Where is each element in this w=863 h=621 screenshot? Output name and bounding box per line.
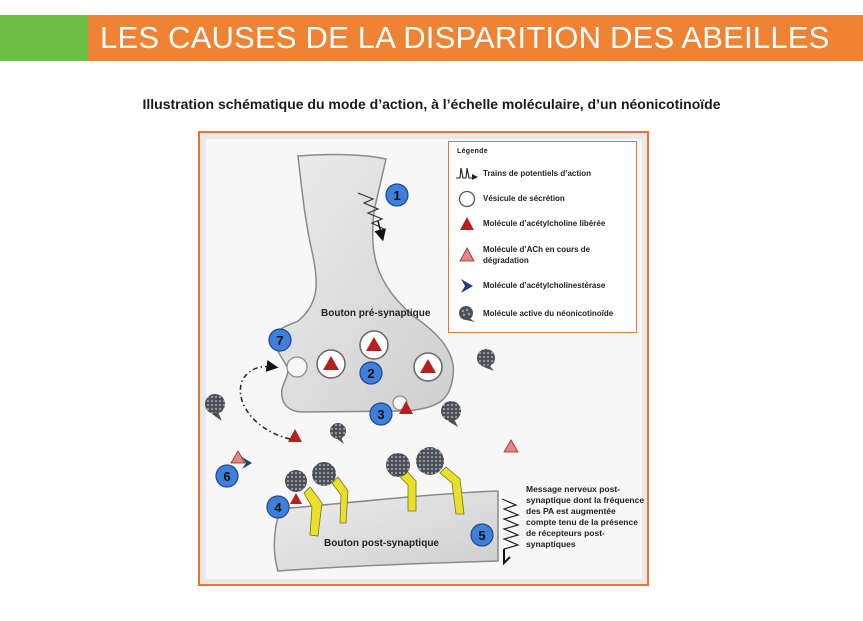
step-number: 2	[367, 366, 374, 381]
acetylcholinesterase-molecule	[242, 457, 252, 469]
legend-item: Molécule active du néonicotinoïde	[453, 304, 635, 328]
acetylcholine-molecule	[399, 401, 413, 414]
acetylcholinesterase-icon	[461, 279, 473, 293]
reuptake-path	[239, 360, 291, 440]
reuptake-notch	[286, 356, 308, 378]
legend-item: Molécule d’ACh en cours de dégradation	[453, 240, 635, 270]
header-bar	[88, 15, 863, 61]
step-badge-4: 4	[266, 495, 290, 519]
legend-label: Trains de potentiels d’action	[483, 169, 592, 178]
legend-box: Légende Trains de potentiels d’action Vé…	[448, 141, 637, 333]
step-badge-2: 2	[359, 361, 383, 385]
receptor-bound	[285, 470, 323, 537]
secretion-vesicle-icon	[458, 190, 476, 208]
header-accent-green	[0, 15, 88, 61]
vesicle	[413, 352, 443, 382]
legend-title: Légende	[457, 148, 488, 155]
vesicle	[316, 349, 346, 379]
neonicotinoid-molecule	[441, 401, 461, 427]
postsynaptic-ap-arrow	[503, 549, 511, 566]
neonicotinoid-molecule	[477, 349, 495, 371]
legend-item: Molécule d’acétylcholinestérase	[453, 276, 635, 300]
legend-item: Molécule d’acétylcholine libérée	[453, 214, 635, 238]
step-number: 7	[276, 333, 283, 348]
step-number: 5	[478, 528, 485, 543]
step-number: 6	[223, 469, 230, 484]
acetylcholine-molecule	[288, 429, 302, 442]
step-number: 3	[377, 407, 384, 422]
postsynaptic-label: Bouton post-synaptique	[324, 538, 439, 549]
ap-direction-arrow	[374, 220, 387, 242]
presynaptic-label: Bouton pré-synaptique	[321, 308, 431, 319]
step-badge-6: 6	[215, 464, 239, 488]
legend-item: Vésicule de sécrétion	[453, 189, 635, 213]
ach-degrading-molecule	[503, 439, 519, 453]
step-badge-7: 7	[268, 328, 292, 352]
step-badge-3: 3	[369, 402, 393, 426]
neonicotinoid-molecule	[330, 423, 346, 444]
step-badge-1: 1	[385, 183, 409, 207]
acetylcholine-molecule	[290, 493, 302, 504]
ach-degrading-molecule	[230, 450, 246, 464]
receptor-bound	[386, 453, 417, 512]
step-number: 1	[393, 188, 400, 203]
legend-label: Molécule active du néonicotinoïde	[483, 309, 614, 318]
page-title: LES CAUSES DE LA DISPARITION DES ABEILLE…	[100, 20, 830, 55]
vesicle	[359, 330, 389, 360]
receptor-bound	[416, 447, 465, 515]
legend-label: Molécule d’ACh en cours de dégradation	[483, 245, 591, 265]
presynaptic-terminal	[275, 153, 455, 413]
step-number: 4	[274, 500, 282, 515]
postsynaptic-action-potential-train	[501, 498, 520, 550]
postsynaptic-note: Message nerveux post-synaptique dont la …	[526, 484, 645, 549]
action-potential-train-icon	[456, 167, 478, 180]
synapse-diagram: 1 2 3 4 5 6 7	[205, 153, 520, 572]
neonicotinoid-molecule-icon	[459, 306, 475, 322]
step-badge-5: 5	[470, 523, 494, 547]
ach-degrading-icon	[459, 247, 475, 262]
neonicotinoid-molecule	[205, 394, 225, 421]
legend-label: Vésicule de sécrétion	[483, 194, 565, 203]
action-potential-train	[357, 192, 385, 230]
legend-label: Molécule d’acétylcholinestérase	[483, 281, 606, 290]
receptor-bound	[312, 462, 349, 524]
acetylcholine-released-icon	[460, 217, 474, 230]
legend-item: Trains de potentiels d’action	[453, 164, 635, 188]
figure-subtitle: Illustration schématique du mode d’actio…	[142, 96, 721, 112]
legend-label: Molécule d’acétylcholine libérée	[483, 219, 606, 228]
postsynaptic-terminal	[273, 490, 499, 572]
